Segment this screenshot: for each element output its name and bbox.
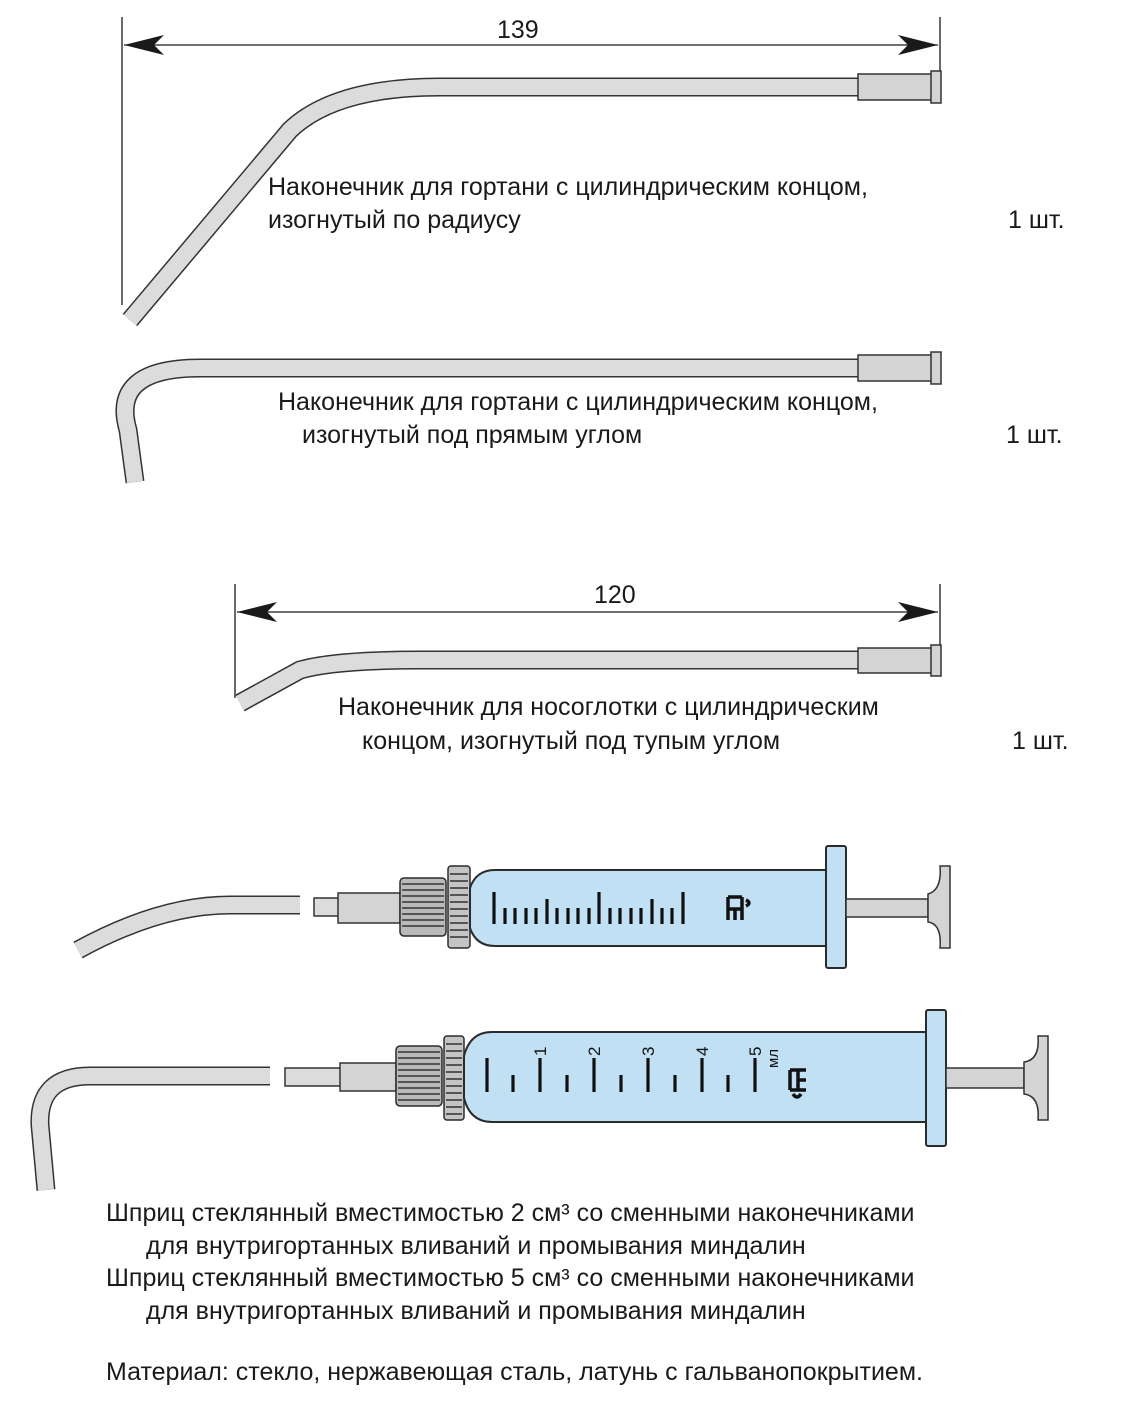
scale-label-2: 2 [585, 1047, 604, 1056]
syringe-large-scale [485, 1058, 757, 1092]
syringe-large: 1 2 3 4 5 мл [30, 1009, 1049, 1191]
syringe-large-barrel [463, 1031, 927, 1123]
tip-3-cylindrical-end [857, 647, 933, 674]
syringe-large-plunger-head [1023, 1035, 1049, 1121]
tip-1-group [121, 17, 942, 327]
tip-3-description-line1: Наконечник для носоглотки с цилиндрическ… [338, 693, 879, 721]
logo-mark-icon [788, 1068, 806, 1099]
tip-3-group [234, 584, 942, 712]
tip-1-end-rim [930, 70, 942, 104]
syringe-small-ring [447, 865, 471, 949]
syringe-small-plunger-rod [845, 898, 929, 918]
scale-label-3: 3 [639, 1047, 658, 1056]
syringe-large-ring-knurl [446, 1043, 462, 1115]
logo-mark-icon [726, 895, 751, 920]
caption-syringe-5ml-line1: Шприц стеклянный вместимостью 5 см³ со с… [106, 1264, 915, 1292]
tip-2-cylindrical-end [857, 354, 933, 382]
syringe-small-tip-segment [313, 897, 341, 917]
syringe-large-connector [339, 1062, 397, 1092]
caption-syringe-5ml-line2: для внутригортанных вливаний и промывани… [146, 1297, 806, 1325]
tip-3-end-rim [930, 644, 942, 677]
syringe-large-plunger-rod [945, 1067, 1025, 1089]
tip-2-end-rim [930, 351, 942, 385]
syringe-small-nut-knurl [402, 883, 444, 927]
tip-3-dimension-label: 120 [594, 581, 636, 609]
tip-1-description-line1: Наконечник для гортани с цилиндрическим … [268, 173, 868, 201]
syringe-large-tip-segment [284, 1067, 342, 1087]
scale-label-5: 5 [746, 1047, 765, 1056]
tip-1-dimension-label: 139 [497, 16, 539, 44]
tip-1-cylindrical-end [857, 73, 933, 101]
tip-2-tube [117, 360, 860, 484]
tip-1-tube [123, 79, 860, 326]
tip-2-description-line1: Наконечник для гортани с цилиндрическим … [278, 388, 878, 416]
tip-3-tube [236, 652, 860, 711]
caption-material: Материал: стекло, нержавеющая сталь, лат… [106, 1358, 923, 1386]
tip-2-description-line2: изогнутый под прямым углом [302, 421, 643, 449]
tip-1-description-line2: изогнутый по радиусу [268, 206, 521, 234]
syringe-large-tip-outline [30, 1066, 270, 1191]
tip-2-quantity: 1 шт. [1006, 421, 1063, 449]
tip-1-quantity: 1 шт. [1008, 206, 1065, 234]
syringe-small [73, 845, 951, 969]
syringe-small-ring-knurl [450, 873, 468, 938]
syringe-small-plunger-head [927, 865, 951, 949]
scale-label-1: 1 [531, 1047, 550, 1056]
tip-3-quantity: 1 шт. [1012, 727, 1069, 755]
syringe-small-connector [337, 892, 401, 924]
syringe-large-flange [925, 1009, 947, 1147]
scale-label-4: 4 [693, 1047, 712, 1056]
syringe-small-scale [492, 892, 685, 924]
caption-syringe-2ml-line1: Шприц стеклянный вместимостью 2 см³ со с… [106, 1199, 915, 1227]
tip-3-description-line2: концом, изогнутый под тупым углом [362, 727, 781, 755]
syringe-small-barrel [469, 869, 827, 947]
scale-unit: мл [765, 1049, 782, 1068]
syringe-large-scale-labels: 1 2 3 4 5 мл [531, 1047, 782, 1068]
caption-syringe-2ml-line2: для внутригортанных вливаний и промывани… [146, 1232, 806, 1260]
tip-2-group [115, 351, 942, 484]
syringe-small-flange [825, 845, 847, 969]
syringe-small-tip [74, 897, 300, 958]
syringe-large-tip [31, 1068, 270, 1191]
syringe-large-nut-knurl [398, 1051, 440, 1101]
